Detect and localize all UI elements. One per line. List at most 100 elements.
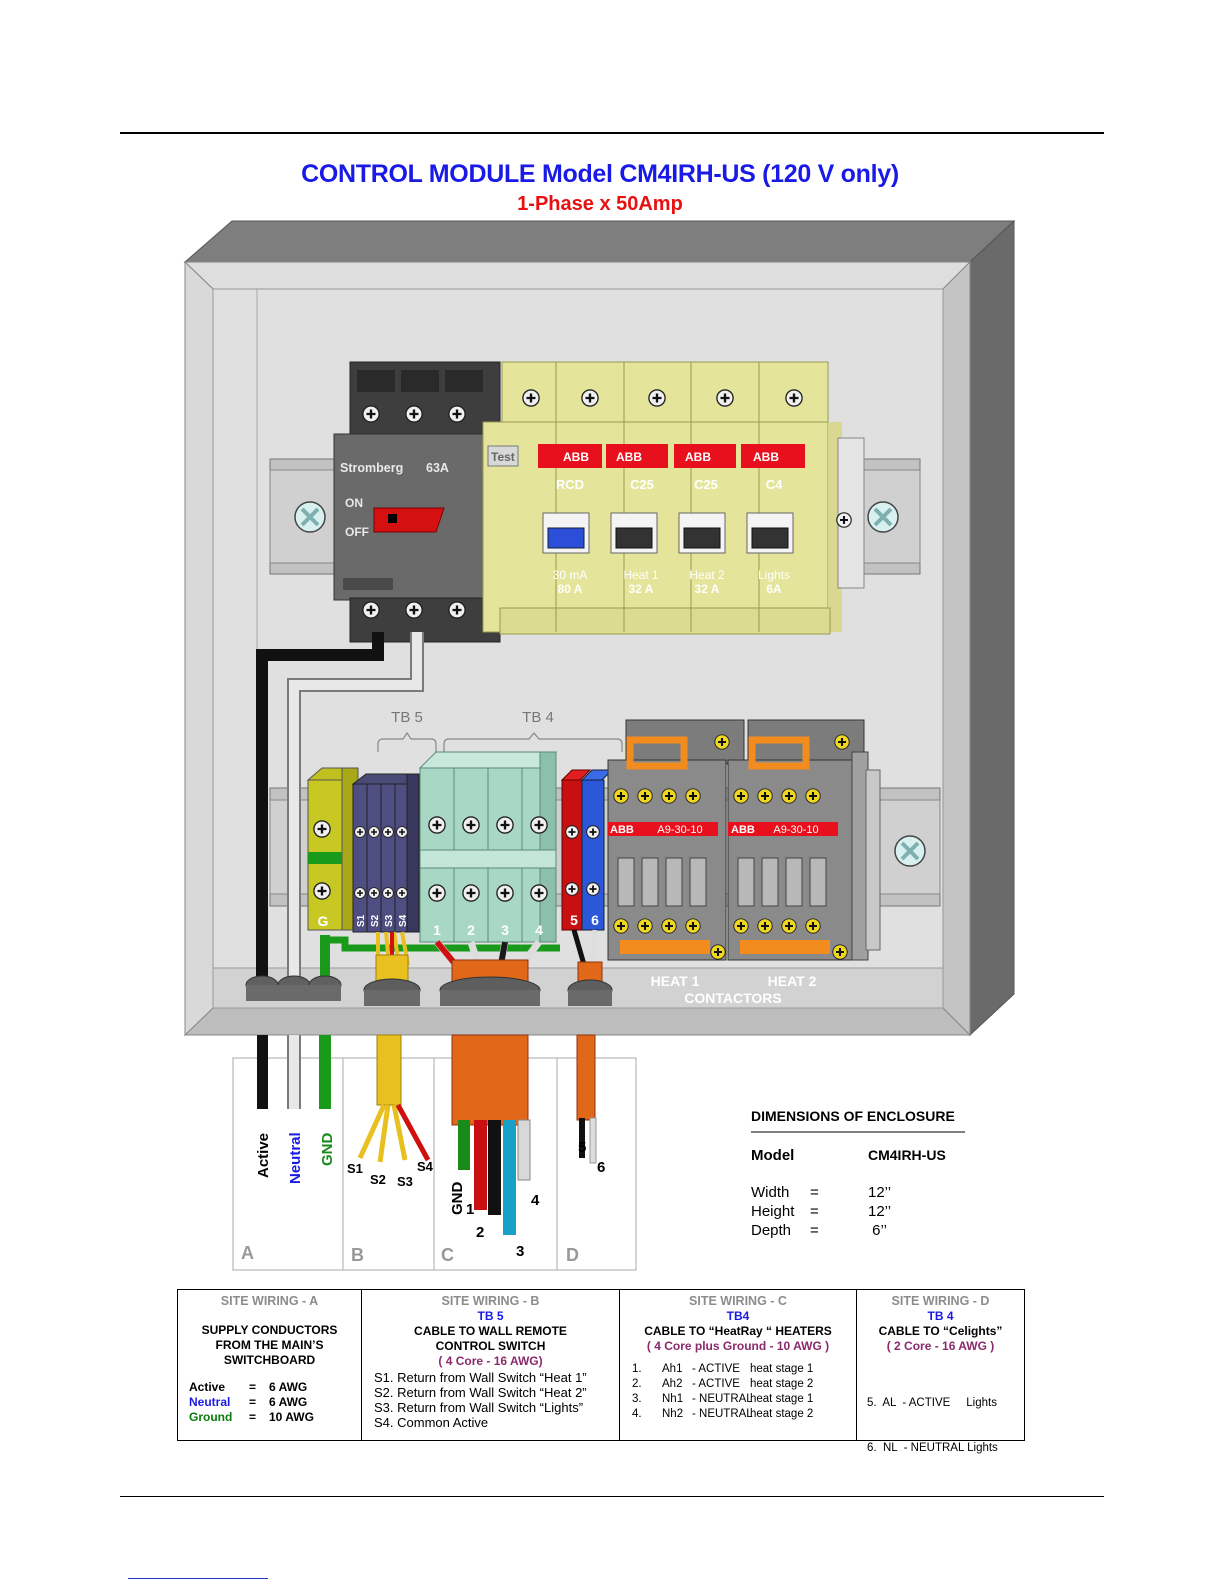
terminal-screw xyxy=(565,825,579,839)
cable-label-c-3: 3 xyxy=(516,1243,524,1260)
top-rule xyxy=(120,132,1104,134)
dimension-label: Width xyxy=(751,1184,789,1201)
heater-row: 4. Nh2 - NEUTRAL heat stage 2 xyxy=(632,1407,856,1422)
site-wiring-a-desc: SUPPLY CONDUCTORS xyxy=(201,1323,338,1337)
terminal-screw xyxy=(530,816,548,834)
terminal-label-5: 5 xyxy=(570,912,578,928)
heater-row: 1. Ah1 - ACTIVE heat stage 1 xyxy=(632,1362,856,1377)
contactor-screw xyxy=(613,918,629,934)
terminal-label-g: G xyxy=(318,913,329,929)
breaker-line2: 32 A xyxy=(629,582,654,596)
breaker-type: C25 xyxy=(630,477,654,492)
heater-number: 3. xyxy=(632,1393,642,1405)
terminal-screw xyxy=(313,820,331,838)
terminal-label-2: 2 xyxy=(467,922,475,938)
heater-note: heat stage 2 xyxy=(750,1408,814,1420)
site-wiring-b-sub: TB 5 xyxy=(477,1309,504,1323)
contactor-screw xyxy=(685,918,701,934)
dimension-eq: = xyxy=(810,1222,819,1239)
conductor-name: Neutral xyxy=(189,1395,231,1409)
site-wiring-zones xyxy=(232,1057,637,1271)
terminal-screw xyxy=(368,887,380,899)
terminal-screw xyxy=(586,882,600,896)
breaker-type: C4 xyxy=(766,477,783,492)
site-wiring-c-sub: TB4 xyxy=(726,1309,750,1323)
switch-screw xyxy=(362,405,380,423)
switch-row: S2. Return from Wall Switch “Heat 2” xyxy=(374,1385,587,1400)
rail-screw-bottom xyxy=(893,834,927,868)
breaker-screw xyxy=(648,389,666,407)
contactor-model: A9-30-10 xyxy=(657,824,702,836)
breaker-brand: ABB xyxy=(563,450,589,464)
conductor-name: Ground xyxy=(189,1410,233,1424)
contactor-screw xyxy=(637,788,653,804)
contactor-screw xyxy=(832,944,848,960)
switch-screw xyxy=(405,601,423,619)
terminal-screw xyxy=(530,884,548,902)
cable-label-6: 6 xyxy=(597,1159,605,1176)
contactor-screw xyxy=(613,788,629,804)
neutral-wire xyxy=(289,632,422,985)
zone-label-b: B xyxy=(351,1245,364,1265)
contactor-screw xyxy=(757,788,773,804)
switch-row: S1. Return from Wall Switch “Heat 1” xyxy=(374,1370,587,1385)
site-wiring-b-spec: ( 4 Core - 16 AWG) xyxy=(438,1354,543,1368)
terminal-screw xyxy=(586,825,600,839)
terminal-screw xyxy=(313,882,331,900)
diagram-subtitle: 1-Phase x 50Amp xyxy=(517,193,683,215)
site-wiring-c-spec: ( 4 Core plus Ground - 10 AWG ) xyxy=(646,1339,830,1353)
cable-label-active: Active xyxy=(255,1133,272,1178)
contactor-screw xyxy=(733,788,749,804)
heater-code: Nh1 xyxy=(662,1393,684,1405)
conductor-eq: = xyxy=(249,1410,257,1424)
site-wiring-d-spec: ( 2 Core - 16 AWG ) xyxy=(886,1339,995,1353)
terminal-label-6: 6 xyxy=(591,912,599,928)
heater-number: 1. xyxy=(632,1363,642,1375)
heater-number: 2. xyxy=(632,1378,642,1390)
terminal-label-s3: S3 xyxy=(384,914,395,927)
conductor-size: 6 AWG xyxy=(269,1395,308,1409)
tb4-bracket xyxy=(443,732,623,752)
cable-label-c-gnd: GND xyxy=(449,1182,466,1216)
site-wiring-a-desc: FROM THE MAIN’S xyxy=(215,1338,324,1352)
site-wiring-c-heading: SITE WIRING - C xyxy=(689,1294,787,1308)
site-wiring-d-sub: TB 4 xyxy=(927,1309,954,1323)
zone-label-a: A xyxy=(241,1243,254,1263)
contactor-screw xyxy=(661,788,677,804)
terminal-screw xyxy=(354,887,366,899)
contactor-screw xyxy=(834,734,850,750)
terminal-screw xyxy=(496,816,514,834)
contactor-screw xyxy=(637,918,653,934)
conductor-size: 10 AWG xyxy=(269,1410,314,1424)
contactor-label-heat-1: HEAT 1 xyxy=(651,973,700,989)
contactor-screw xyxy=(733,918,749,934)
heater-role: - NEUTRAL xyxy=(692,1393,753,1405)
heater-number: 4. xyxy=(632,1408,642,1420)
terminal-screw xyxy=(565,882,579,896)
dimension-value: 6’’ xyxy=(868,1222,887,1239)
site-wiring-d-heading: SITE WIRING - D xyxy=(891,1294,990,1308)
dimension-label: Depth xyxy=(751,1222,791,1239)
site-wiring-b-desc: CONTROL SWITCH xyxy=(435,1339,546,1353)
contactor-label-heat-2: HEAT 2 xyxy=(768,973,817,989)
cable-label-s3: S3 xyxy=(397,1174,413,1189)
breaker-rcd: ABB RCD 30 mA 80 A xyxy=(538,444,602,596)
breaker-line1: Lights xyxy=(758,568,790,582)
breaker-type: RCD xyxy=(556,477,584,492)
tb4-label: TB 4 xyxy=(522,709,554,726)
conductor-row: Ground = 10 AWG xyxy=(189,1410,361,1425)
dimensions-model-value: CM4IRH-US xyxy=(868,1147,946,1163)
site-wiring-b: SITE WIRING - B TB 5 CABLE TO WALL REMOT… xyxy=(362,1290,620,1440)
terminal-screw xyxy=(382,887,394,899)
breaker-screw xyxy=(785,389,803,407)
switch-brand: Stromberg xyxy=(340,461,403,475)
contactor-screw xyxy=(781,788,797,804)
exiting-cables xyxy=(257,1034,597,1235)
breaker-screw xyxy=(522,389,540,407)
conductor-row: Active = 6 AWG xyxy=(189,1380,361,1395)
contactor-screw xyxy=(805,788,821,804)
heater-role: - ACTIVE xyxy=(692,1363,740,1375)
dimension-eq: = xyxy=(810,1203,819,1220)
rail-screw-left xyxy=(293,500,327,534)
